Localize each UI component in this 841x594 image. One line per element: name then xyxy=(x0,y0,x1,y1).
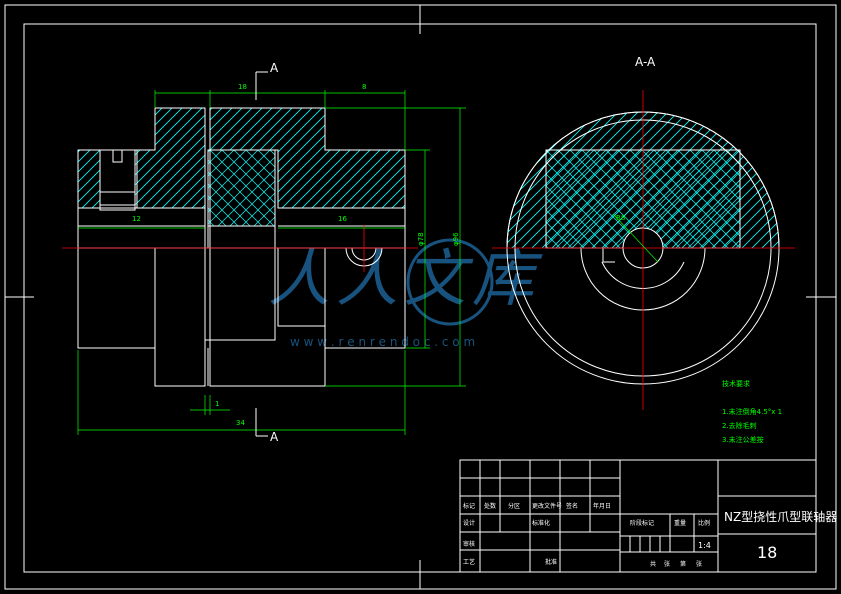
tb-label-standard: 标准化 xyxy=(532,519,550,527)
tb-label-design: 设计 xyxy=(463,519,475,527)
drawing-labels: A A A-A 18 8 12 16 1 34 φ78 φ96 R8 技术要求 … xyxy=(132,55,782,444)
tb-label-stage: 阶段标记 xyxy=(630,519,654,527)
aa-section-view xyxy=(492,90,795,410)
tb-label-chushu: 处数 xyxy=(484,502,496,510)
tb-label-date: 年月日 xyxy=(593,502,611,510)
cut-label-bottom: A xyxy=(270,430,279,444)
tb-label-review: 审核 xyxy=(463,540,475,548)
front-dimensions xyxy=(77,90,466,435)
watermark: 人人文库 w w w . r e n r e n d o c . c o m xyxy=(268,238,543,349)
tb-label-approve: 批准 xyxy=(545,558,557,566)
cut-label-top: A xyxy=(270,61,279,75)
tb-label-process: 工艺 xyxy=(463,558,475,566)
tech-requirement-3: 3.未注公差按 xyxy=(722,435,764,444)
tb-label-change-doc: 更改文件号 xyxy=(532,502,562,510)
dim-top-left: 18 xyxy=(238,83,247,91)
part-name: NZ型挠性爪型联轴器 xyxy=(724,509,837,524)
dim-bore-radius: R8 xyxy=(616,214,625,222)
tb-label-fenqu: 分区 xyxy=(508,502,520,510)
tech-requirement-2: 2.去除毛刺 xyxy=(722,421,757,430)
aa-centerlines xyxy=(492,90,795,410)
tb-label-signature: 签名 xyxy=(566,502,578,510)
watermark-url: w w w . r e n r e n d o c . c o m xyxy=(290,335,475,349)
tb-label-weight: 重量 xyxy=(674,519,686,527)
dim-overall-length: 34 xyxy=(236,419,245,427)
front-centerlines xyxy=(62,225,418,272)
dim-dia-outer: φ96 xyxy=(452,232,460,246)
view-title: A-A xyxy=(635,55,656,69)
tb-sheet-total: 共 xyxy=(650,560,656,568)
drawing-frame xyxy=(4,4,837,590)
tb-scale-value: 1:4 xyxy=(698,541,711,550)
tb-sheet-total-unit: 张 xyxy=(664,560,670,568)
dim-inner-left: 12 xyxy=(132,215,141,223)
dim-dia-inner: φ78 xyxy=(417,232,425,246)
tb-sheet-current: 第 xyxy=(680,560,686,568)
tb-label-biaoji: 标记 xyxy=(463,502,475,510)
dim-small-gap: 1 xyxy=(215,400,219,408)
tb-sheet-current-unit: 张 xyxy=(696,560,702,568)
tech-requirements-heading: 技术要求 xyxy=(722,379,750,388)
front-section-view xyxy=(62,71,466,437)
section-cut-marks xyxy=(255,71,268,437)
title-block: 标记 处数 分区 更改文件号 签名 年月日 设计 标准化 审核 工艺 批准 阶段… xyxy=(459,459,837,573)
dim-top-right: 8 xyxy=(362,83,366,91)
dim-inner-right: 16 xyxy=(338,215,347,223)
tech-requirement-1: 1.未注倒角4.5°x 1 xyxy=(722,407,782,416)
drawing-number: 18 xyxy=(757,543,777,562)
watermark-circle xyxy=(406,238,494,326)
bore-radius-leader xyxy=(612,213,659,263)
tb-label-scale: 比例 xyxy=(698,519,710,527)
watermark-brand: 人人文库 xyxy=(268,242,543,315)
